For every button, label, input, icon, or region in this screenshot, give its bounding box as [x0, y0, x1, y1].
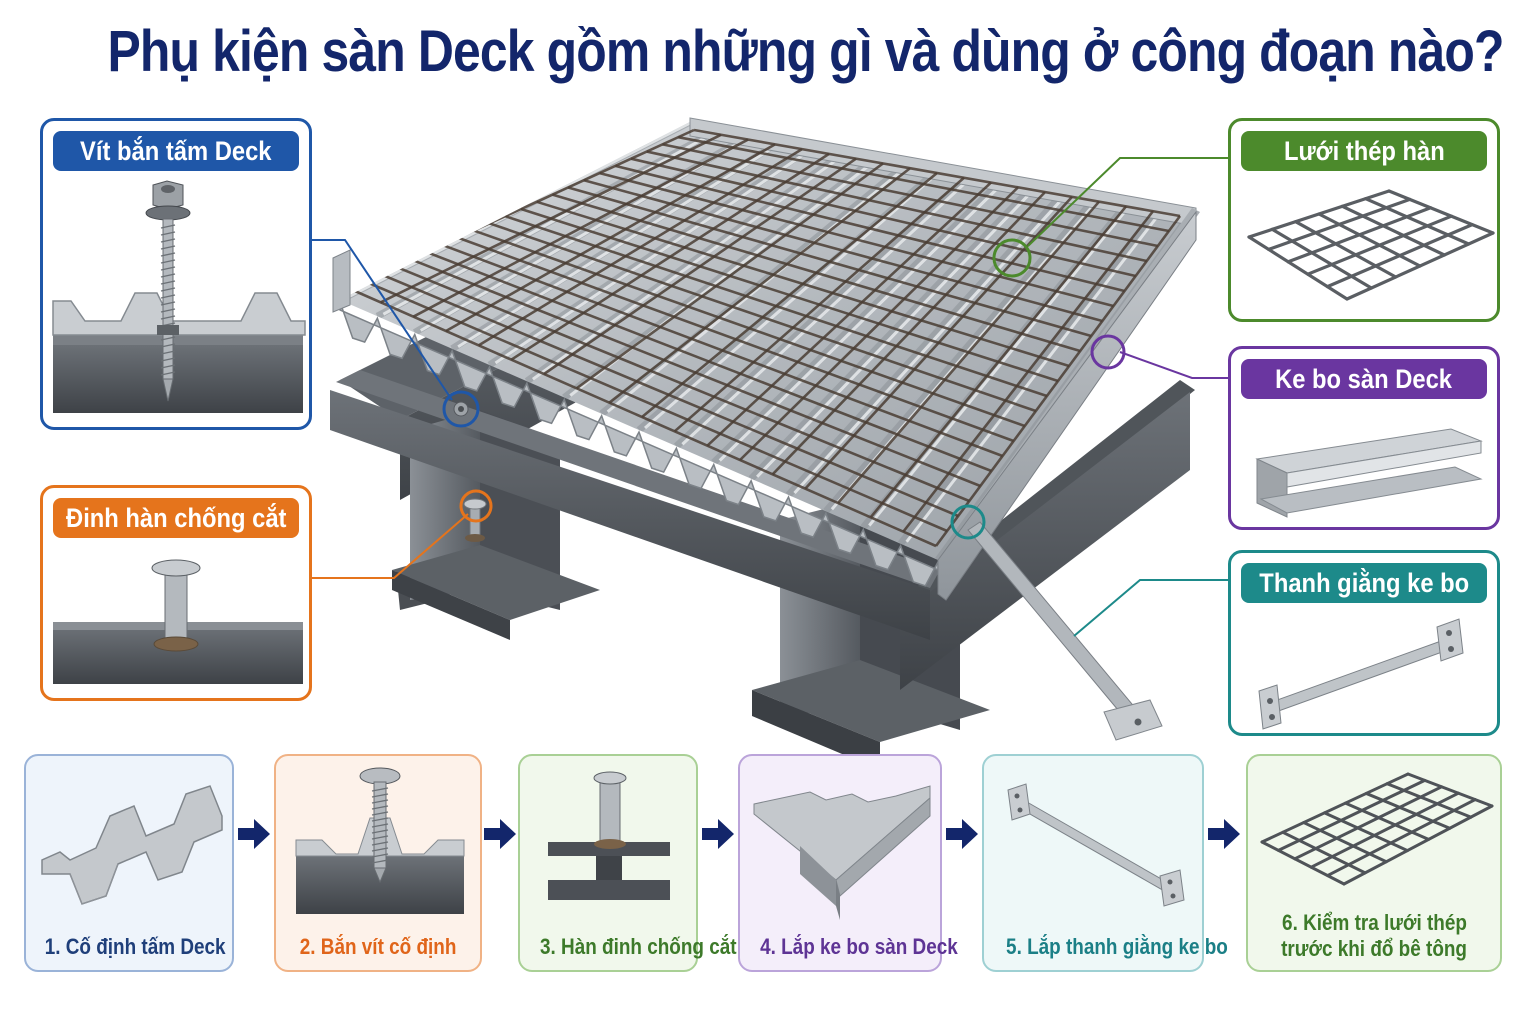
welded-mesh-diagram [1247, 189, 1495, 301]
mesh-check-icon [1260, 772, 1494, 886]
step-2-label: 2. Bắn vít cố định [299, 934, 457, 959]
callout-welded-mesh-title: Lưới thép hàn [1241, 131, 1487, 171]
step-5-brace: 5. Lắp thanh giằng ke bo [982, 754, 1228, 972]
rebar-mesh [347, 128, 1182, 548]
steel-beam-front [330, 370, 940, 640]
edge-brace-bar [967, 521, 1163, 741]
step-arrow-icon [944, 816, 980, 857]
step-4-label: 4. Lắp ke bo sàn Deck [760, 934, 958, 959]
step-arrow-icon [236, 816, 272, 857]
callout-deck-screw-title: Vít bắn tấm Deck [53, 131, 299, 171]
callout-welded-mesh: Lưới thép hàn [1228, 118, 1500, 322]
edge-form-step-icon [753, 785, 931, 920]
step-6-mesh-check: 6. Kiểm tra lưới thép trước khi đổ bê tô… [1246, 754, 1502, 972]
deck-screw-scene [453, 401, 469, 417]
deck-sheet-icon [41, 785, 223, 905]
step-6-label: 6. Kiểm tra lưới thép trước khi đổ bê tô… [1281, 910, 1467, 961]
step-1-label: 1. Cố định tấm Deck [44, 934, 226, 959]
callout-edge-brace-title: Thanh giằng ke bo [1241, 563, 1487, 603]
deck-screw-diagram [52, 180, 306, 413]
step-arrow-icon [1206, 816, 1242, 857]
step-3-label: 3. Hàn đinh chống cắt [540, 934, 737, 959]
step-2-screw: 2. Bắn vít cố định [274, 754, 482, 972]
step-1-fix-deck: 1. Cố định tấm Deck [24, 754, 234, 972]
step-3-stud-welding: 3. Hàn đinh chống cắt [518, 754, 737, 972]
callout-edge-form-title: Ke bo sàn Deck [1241, 359, 1487, 399]
page-title: Phụ kiện sàn Deck gồm những gì và dùng ở… [107, 19, 1505, 84]
step-5-label: 5. Lắp thanh giằng ke bo [1006, 934, 1228, 959]
stud-weld-icon [548, 771, 670, 900]
brace-step-icon [1007, 783, 1185, 907]
leader-lines [310, 157, 1228, 637]
edge-form-diagram [1255, 428, 1483, 518]
shear-stud-diagram [53, 559, 303, 684]
callout-edge-form: Ke bo sàn Deck [1228, 346, 1500, 530]
step-arrow-icon [482, 816, 518, 857]
step-arrow-icon [700, 816, 736, 857]
callout-shear-stud: Đinh hàn chống cắt [40, 485, 312, 701]
callout-edge-brace: Thanh giằng ke bo [1228, 550, 1500, 736]
edge-brace-diagram [1258, 618, 1464, 730]
callout-shear-stud-title: Đinh hàn chống cắt [53, 498, 299, 538]
callout-deck-screw: Vít bắn tấm Deck [40, 118, 312, 430]
step-4-edge-form: 4. Lắp ke bo sàn Deck [738, 754, 958, 972]
screw-step-icon [295, 767, 465, 914]
